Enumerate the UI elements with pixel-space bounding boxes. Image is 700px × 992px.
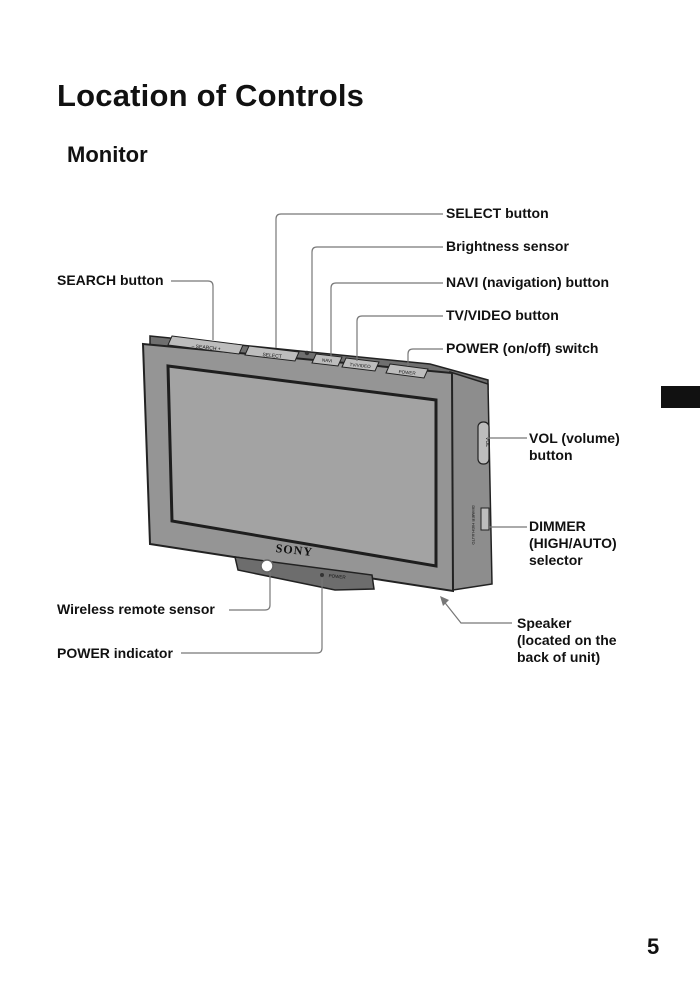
leader-wireless — [229, 572, 271, 611]
leader-tv-video — [356, 315, 443, 361]
vol-label-line2: button — [529, 447, 573, 463]
tv-video-key — [341, 357, 380, 372]
vol-label-line1: VOL (volume) — [529, 430, 620, 446]
select-key — [244, 345, 300, 362]
section-title: Monitor — [67, 142, 148, 167]
chapter-tab-marker — [661, 386, 700, 408]
leader-navi — [330, 282, 443, 356]
brightness-sensor-dot — [304, 350, 310, 356]
page-title: Location of Controls — [57, 78, 365, 113]
select-key-label: SELECT — [262, 352, 282, 360]
leader-speaker — [441, 598, 512, 624]
power-key-label: POWER — [398, 369, 416, 376]
dimmer-side-label: DIMMER HIGH AUTO — [471, 505, 476, 544]
dimmer-label-line2: (HIGH/AUTO) — [529, 535, 617, 551]
brand-logo: SONY — [275, 541, 314, 559]
power-switch-label: POWER (on/off) switch — [446, 340, 599, 356]
search-button-label: SEARCH button — [57, 272, 164, 288]
navi-key-label: NAVI — [322, 357, 333, 363]
vol-rocker — [477, 421, 490, 465]
leader-power-indicator — [181, 578, 323, 654]
power-led — [320, 573, 324, 577]
power-indicator-label: POWER indicator — [57, 645, 173, 661]
speaker-label-line3: back of unit) — [517, 649, 601, 665]
speaker-label: Speaker (located on the back of unit) — [517, 615, 617, 666]
device-screen — [166, 364, 438, 568]
leader-lines — [171, 213, 527, 654]
leader-search — [171, 280, 214, 340]
vol-rocker-label: VOL — [484, 437, 490, 447]
dimmer-selector-label: DIMMER (HIGH/AUTO) selector — [529, 518, 617, 569]
leader-select — [275, 213, 443, 348]
search-key-label: – SEARCH + — [191, 343, 221, 352]
tv-video-button-label: TV/VIDEO button — [446, 307, 559, 323]
speaker-arrow-head — [440, 596, 449, 606]
wireless-remote-sensor-label: Wireless remote sensor — [57, 601, 215, 617]
power-key — [385, 363, 429, 379]
dimmer-selector — [480, 507, 490, 531]
search-key — [167, 335, 244, 355]
dimmer-label-line3: selector — [529, 552, 583, 568]
dimmer-label-line1: DIMMER — [529, 518, 586, 534]
leader-brightness — [311, 246, 443, 352]
vol-button-label: VOL (volume) button — [529, 430, 620, 464]
navi-key — [311, 353, 343, 367]
wireless-remote-sensor — [260, 559, 274, 573]
brightness-sensor-label: Brightness sensor — [446, 238, 569, 254]
power-led-label: POWER — [328, 573, 346, 580]
select-button-label: SELECT button — [446, 205, 549, 221]
leader-power-switch — [407, 348, 443, 366]
speaker-label-line2: (located on the — [517, 632, 617, 648]
page-number: 5 — [647, 934, 660, 959]
tv-video-key-label: TV/VIDEO — [349, 362, 371, 369]
speaker-label-line1: Speaker — [517, 615, 572, 631]
device-side-panel — [449, 370, 493, 591]
navi-button-label: NAVI (navigation) button — [446, 274, 610, 290]
